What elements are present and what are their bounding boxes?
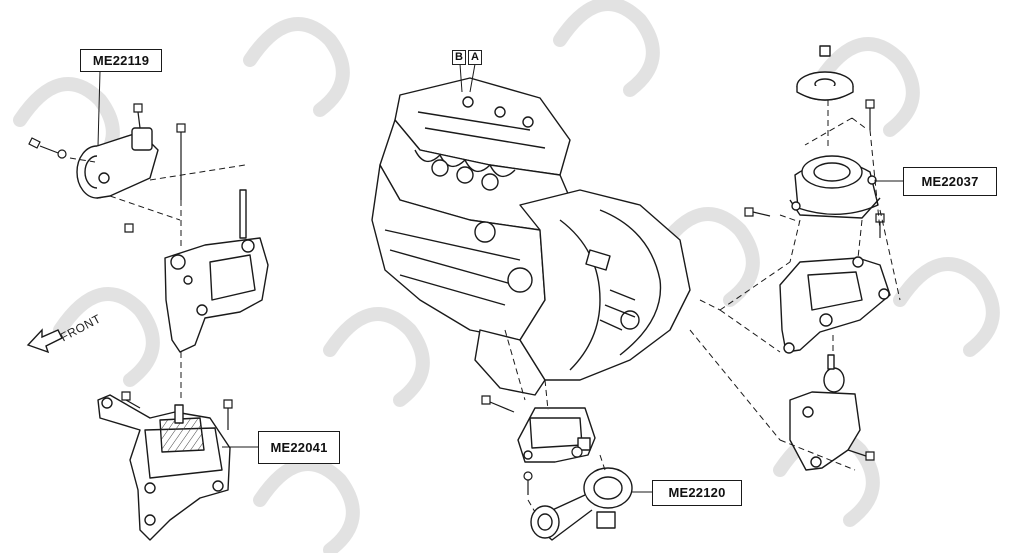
engine-block [371,77,691,396]
right-bolts [744,99,885,461]
top-left-bolts [28,103,186,233]
part-number-label: ME22120 [652,480,742,506]
reference-mark-b: B [452,50,466,65]
bottom-left-mount [97,394,231,541]
part-number-label: ME22041 [258,431,340,464]
left-bracket [164,189,269,353]
bottom-left-bolts [121,391,233,430]
bottom-center-bolts [481,395,583,495]
right-lower-mount [789,354,861,471]
right-dashes [689,100,901,471]
bottom-center-mount [517,407,633,541]
top-left-dashes [69,157,246,250]
reference-mark-a: A [468,50,482,65]
watermark [13,0,1000,553]
front-arrow-icon [26,328,63,354]
part-number-label: ME22037 [903,167,997,196]
bottom-center-dashes [504,329,606,513]
part-number-label: ME22119 [80,49,162,72]
top-left-mount [76,127,159,199]
right-bracket [779,256,891,354]
callout-leaders [97,70,903,493]
right-top-mount [789,45,881,219]
